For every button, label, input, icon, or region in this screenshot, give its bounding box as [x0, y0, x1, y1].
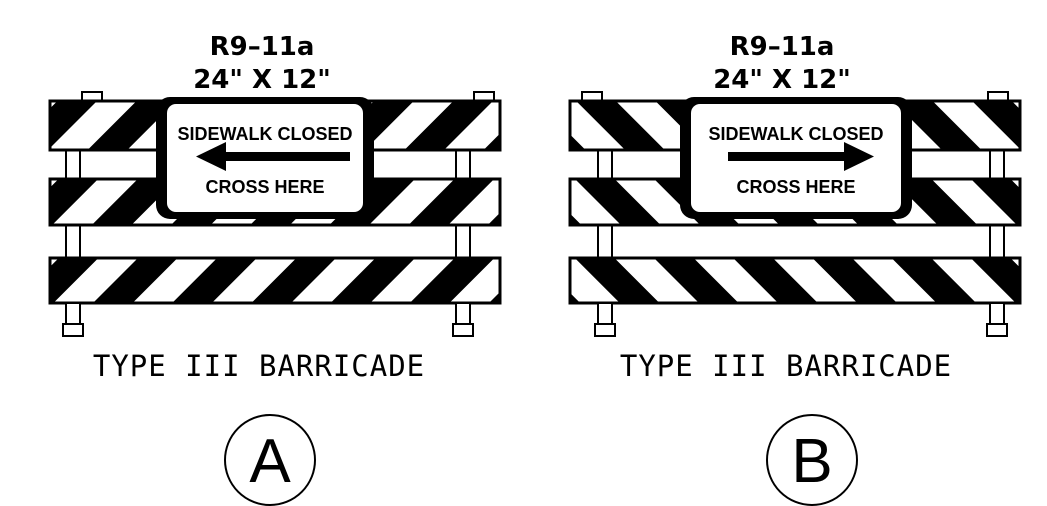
arrow-right-icon	[728, 142, 874, 171]
panel-b: R9–11a 24" X 12" SIDEWALK CLOSED CROSS H…	[568, 32, 1022, 506]
foot-right-base	[452, 323, 474, 337]
foot-left-base	[62, 323, 84, 337]
foot-right-base	[986, 323, 1008, 337]
rail-bottom	[48, 256, 502, 305]
panel-label-circle	[224, 414, 316, 506]
sign-line2: CROSS HERE	[736, 177, 855, 197]
sign-line1: SIDEWALK CLOSED	[708, 124, 883, 144]
panel-label: B	[791, 427, 832, 496]
sign-code: R9–11a	[210, 32, 315, 62]
panel-a: R9–11a 24" X 12" SIDEWALK CLOSED CROSS H…	[48, 32, 502, 506]
sign-size: 24" X 12"	[193, 65, 331, 95]
sign-line2: CROSS HERE	[205, 177, 324, 197]
caption: TYPE III BARRICADE	[93, 349, 425, 383]
sign-size: 24" X 12"	[713, 65, 851, 95]
panel-label: A	[249, 427, 291, 496]
sign-line1: SIDEWALK CLOSED	[177, 124, 352, 144]
caption: TYPE III BARRICADE	[620, 349, 952, 383]
rail-bottom	[568, 256, 1022, 305]
sign-code: R9–11a	[730, 32, 835, 62]
arrow-left-icon	[196, 142, 350, 171]
panel-label-circle	[766, 414, 858, 506]
foot-left-base	[594, 323, 616, 337]
